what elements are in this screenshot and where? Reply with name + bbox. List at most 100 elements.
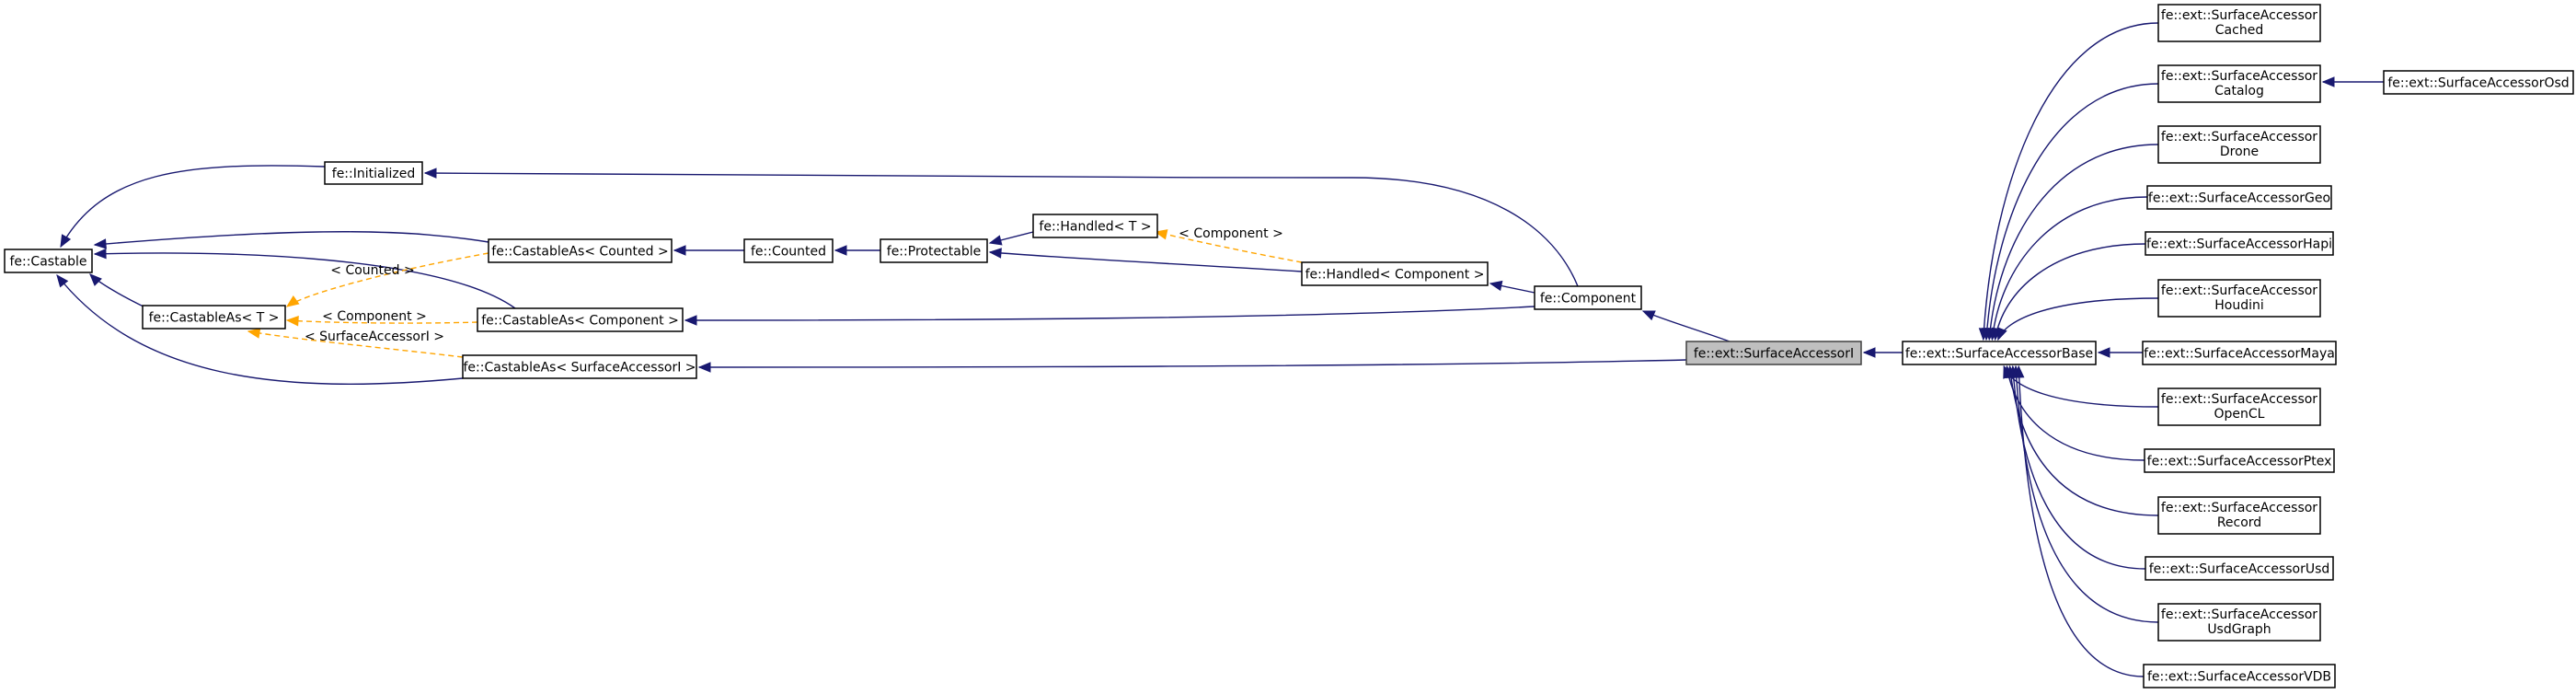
edge-label: < SurfaceAccessorI >: [305, 330, 444, 344]
node-box: [2383, 70, 2574, 95]
class-node-component[interactable]: fe::Component: [1534, 285, 1642, 310]
node-label: fe::ext::SurfaceAccessorBase: [1905, 347, 2093, 362]
class-node-castable[interactable]: fe::Castable: [4, 249, 93, 273]
edge-line: [1997, 297, 2159, 341]
arrowhead: [988, 235, 1003, 246]
node-label: fe::Castable: [9, 255, 86, 270]
class-node-vdb[interactable]: fe::ext::SurfaceAccessorVDB: [2143, 664, 2336, 688]
node-label: fe::ext::SurfaceAccessorPtex: [2147, 455, 2332, 469]
node-label: fe::ext::SurfaceAccessorVDB: [2147, 670, 2331, 685]
arrowhead: [1641, 310, 1656, 321]
edge-component-to-ca_component: [684, 306, 1535, 326]
arrowhead: [247, 328, 261, 339]
class-node-geo[interactable]: fe::ext::SurfaceAccessorGeo: [2146, 185, 2332, 210]
class-node-usd[interactable]: fe::ext::SurfaceAccessorUsd: [2145, 556, 2334, 581]
class-node-osd[interactable]: fe::ext::SurfaceAccessorOsd: [2383, 70, 2574, 95]
node-box: [1032, 214, 1158, 238]
edge-labels-layer: < Counted > < Component > < SurfaceAccesso…: [305, 226, 1283, 344]
node-label: fe::Component: [1540, 292, 1637, 307]
node-box: [2145, 231, 2334, 256]
edge-usdgraph-to-sab: [2010, 364, 2159, 623]
node-box: [488, 238, 673, 263]
node-label-line: fe::ext::SurfaceAccessor: [2161, 283, 2317, 298]
edge-line: [1155, 231, 1303, 263]
class-node-ca_counted[interactable]: fe::CastableAs< Counted >: [488, 238, 673, 263]
class-node-handled_t[interactable]: fe::Handled< T >: [1032, 214, 1158, 238]
arrowhead: [60, 234, 72, 249]
edge-cached-to-sab: [1978, 22, 2159, 341]
class-node-ptex[interactable]: fe::ext::SurfaceAccessorPtex: [2144, 448, 2335, 473]
class-node-ca_t[interactable]: fe::CastableAs< T >: [142, 305, 286, 330]
edge-line: [247, 330, 464, 358]
node-box: [1902, 341, 2097, 365]
arrowhead: [93, 238, 107, 249]
class-node-maya[interactable]: fe::ext::SurfaceAccessorMaya: [2142, 341, 2337, 365]
node-box: [1534, 285, 1642, 310]
arrowhead: [56, 273, 69, 288]
node-box: [142, 305, 286, 330]
node-box: [1685, 341, 1862, 365]
node-box: [324, 161, 423, 185]
class-node-sab[interactable]: fe::ext::SurfaceAccessorBase: [1902, 341, 2097, 365]
edge-counted-to-ca_counted: [673, 245, 744, 256]
edge-line: [2006, 365, 2145, 461]
node-label-line: OpenCL: [2214, 407, 2265, 422]
node-box: [4, 249, 93, 273]
node-box: [2157, 64, 2321, 103]
arrowhead: [697, 362, 711, 373]
edge-line: [286, 319, 478, 324]
node-label: fe::CastableAs< SurfaceAccessorI >: [463, 361, 696, 376]
arrowhead: [673, 245, 686, 256]
node-box: [2157, 4, 2321, 42]
edge-line: [286, 252, 489, 307]
node-label: fe::Initialized: [332, 167, 415, 181]
node-box: [2157, 125, 2321, 164]
node-label: fe::ext::SurfaceAccessorUsd: [2149, 562, 2330, 577]
class-node-counted[interactable]: fe::Counted: [743, 238, 834, 263]
arrowhead: [89, 273, 102, 286]
node-box: [880, 238, 988, 263]
node-box: [2142, 341, 2337, 365]
class-node-protectable[interactable]: fe::Protectable: [880, 238, 988, 263]
class-node-handled_component[interactable]: fe::Handled< Component >: [1301, 261, 1489, 286]
edge-line: [94, 252, 516, 309]
arrowhead: [1862, 347, 1876, 358]
edge-line: [56, 274, 464, 386]
node-label-line: fe::ext::SurfaceAccessor: [2161, 607, 2317, 622]
arrowhead: [285, 295, 300, 307]
edge-line: [1988, 144, 2159, 341]
edge-drone-to-sab: [1984, 144, 2159, 341]
class-node-ca_component[interactable]: fe::CastableAs< Component >: [477, 307, 684, 332]
class-node-sai[interactable]: fe::ext::SurfaceAccessorI: [1685, 341, 1862, 365]
edge-sai-to-component: [1641, 310, 1731, 342]
edge-label: < Component >: [1179, 226, 1283, 241]
arrowhead: [684, 315, 697, 326]
class-node-hapi[interactable]: fe::ext::SurfaceAccessorHapi: [2145, 231, 2334, 256]
edge-line: [1991, 196, 2148, 341]
node-box: [2157, 387, 2321, 426]
edge-label: < Counted >: [330, 263, 414, 278]
edge-ca_counted-to-ca_t: [285, 252, 489, 307]
edge-usd-to-sab: [2007, 364, 2146, 570]
edge-handled_t-to-protectable: [988, 231, 1034, 246]
edge-line: [424, 172, 1579, 287]
edge-label: < Component >: [322, 309, 427, 324]
arrowhead: [1996, 327, 2007, 341]
node-label: fe::ext::SurfaceAccessorMaya: [2144, 347, 2335, 362]
class-node-ca_sai[interactable]: fe::CastableAs< SurfaceAccessorI >: [462, 354, 697, 379]
edge-houdini-to-sab: [1996, 297, 2159, 341]
node-box: [2157, 603, 2321, 642]
edge-handled_component-to-protectable: [988, 248, 1303, 272]
class-node-initialized[interactable]: fe::Initialized: [324, 161, 423, 185]
edge-vdb-to-sab: [2013, 364, 2145, 677]
edge-ca_component-to-ca_t: [285, 316, 478, 327]
node-label: fe::CastableAs< Component >: [481, 314, 679, 329]
